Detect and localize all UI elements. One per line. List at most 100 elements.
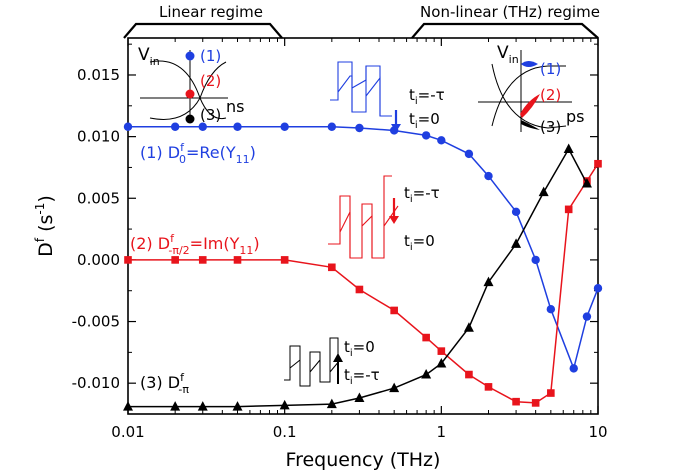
inset-left-point-2 xyxy=(185,89,195,99)
y-tick-label: 0.015 xyxy=(77,66,120,84)
inset-right: Vin ps (1) (2) (3) xyxy=(478,43,585,136)
series-3 xyxy=(123,143,592,411)
series-2-point xyxy=(547,389,555,397)
inset-right-axis: ps xyxy=(566,107,585,126)
series-3-point xyxy=(326,398,337,409)
series-3-point xyxy=(463,322,474,332)
inset-right-blob-1 xyxy=(521,61,538,67)
series-3-point xyxy=(279,399,290,410)
series-3-point xyxy=(389,382,400,393)
series-1-point xyxy=(421,131,431,140)
linear-regime-label: Linear regime xyxy=(159,3,263,21)
series-2-point xyxy=(484,383,493,391)
series-1-point xyxy=(546,305,556,314)
series-2-point xyxy=(171,256,179,264)
series-2-point xyxy=(437,347,446,355)
wave3-top: ti=0 xyxy=(344,338,375,359)
x-tick-label: 1 xyxy=(437,423,447,441)
wave3-bot: ti=-τ xyxy=(344,366,380,387)
series-1-point xyxy=(511,207,521,217)
series-1-point xyxy=(123,122,133,131)
series-2-point xyxy=(422,333,430,342)
series-2-point xyxy=(328,263,336,272)
inset-left-point-1 xyxy=(185,51,195,61)
series-2-point xyxy=(198,256,207,264)
inset-left-axis: ns xyxy=(226,97,244,116)
x-tick-label: 0.1 xyxy=(273,423,297,441)
series-3-point xyxy=(436,357,447,368)
inset-right-label-3: (3) xyxy=(540,118,561,136)
series-3-label: (3) Df-π xyxy=(140,371,189,396)
inset-right-vin: Vin xyxy=(497,43,519,66)
x-axis-label: Frequency (THz) xyxy=(286,449,441,471)
y-tick-label: -0.005 xyxy=(72,313,120,331)
series-1-point xyxy=(582,312,592,321)
series-3-point xyxy=(421,369,432,379)
y-tick-label: 0.000 xyxy=(77,251,120,269)
series-3-point xyxy=(197,401,208,411)
series-2-point xyxy=(564,205,573,214)
series-1-point xyxy=(327,122,337,131)
series-3-point xyxy=(483,276,494,287)
wave1-top: ti=-τ xyxy=(409,86,445,107)
series-1-point xyxy=(437,136,446,145)
series-3-point xyxy=(538,186,549,197)
series-2-point xyxy=(390,306,398,315)
series-3-point xyxy=(123,401,133,411)
series-2-point xyxy=(355,285,364,294)
y-label-main: D xyxy=(35,242,57,257)
series-3-point xyxy=(581,177,592,188)
wave2-top: ti=-τ xyxy=(404,184,440,205)
series-2-line xyxy=(128,163,599,404)
nonlinear-regime-label: Non-linear (THz) regime xyxy=(420,3,600,21)
series-1-point xyxy=(484,171,493,181)
y-axis-label: Df (s-1) xyxy=(33,195,57,257)
series-1-point xyxy=(355,123,364,133)
series-2-point xyxy=(594,159,602,168)
series-3-point xyxy=(511,238,522,248)
y-label-units-sup: -1 xyxy=(33,203,47,215)
inset-left-point-3 xyxy=(185,114,195,124)
waveform-red: ti=-τ ti=0 xyxy=(328,175,440,259)
y-label-sup: f xyxy=(33,237,47,242)
series-1-point xyxy=(569,364,578,373)
series-1-point xyxy=(593,284,603,293)
series-3-point xyxy=(232,401,243,411)
series-1-point xyxy=(280,122,289,131)
series-2-point xyxy=(531,399,540,407)
series-2-point xyxy=(465,370,473,379)
wave2-bot: ti=0 xyxy=(404,232,435,253)
series-2-point xyxy=(124,256,132,264)
inset-left-label-3: (3) xyxy=(200,106,221,124)
series-layer xyxy=(123,122,603,411)
wave1-bot: ti=0 xyxy=(409,110,440,131)
series-2-point xyxy=(233,256,242,264)
waveform-black: ti=0 ti=-τ xyxy=(284,337,380,387)
inset-right-label-1: (1) xyxy=(540,60,561,78)
inset-right-blob-3 xyxy=(521,120,540,130)
series-1 xyxy=(123,122,603,373)
series-1-point xyxy=(531,255,540,265)
series-2-label: (2) Df-π/2=Im(Y11) xyxy=(130,232,260,257)
series-3-line xyxy=(128,147,588,408)
plot-frame xyxy=(127,37,599,415)
inset-left: Vin ns (1) (2) (3) xyxy=(138,45,244,124)
y-label-close: ) xyxy=(35,195,57,202)
inset-left-vin: Vin xyxy=(138,45,160,68)
series-3-point xyxy=(170,401,181,411)
series-3-point xyxy=(354,392,365,402)
nonlinear-regime-bracket: Non-linear (THz) regime xyxy=(411,3,600,39)
series-2-point xyxy=(512,397,520,406)
inset-left-label-2: (2) xyxy=(200,72,221,90)
series-1-point xyxy=(198,122,207,131)
series-1-point xyxy=(464,149,474,159)
series-2-point xyxy=(280,256,289,264)
series-3-point xyxy=(563,143,574,153)
waveform-blue: ti=-τ ti=0 xyxy=(330,61,445,132)
y-tick-label: 0.005 xyxy=(77,189,120,207)
y-tick-label: -0.010 xyxy=(72,374,120,392)
linear-regime-bracket: Linear regime xyxy=(123,3,283,39)
